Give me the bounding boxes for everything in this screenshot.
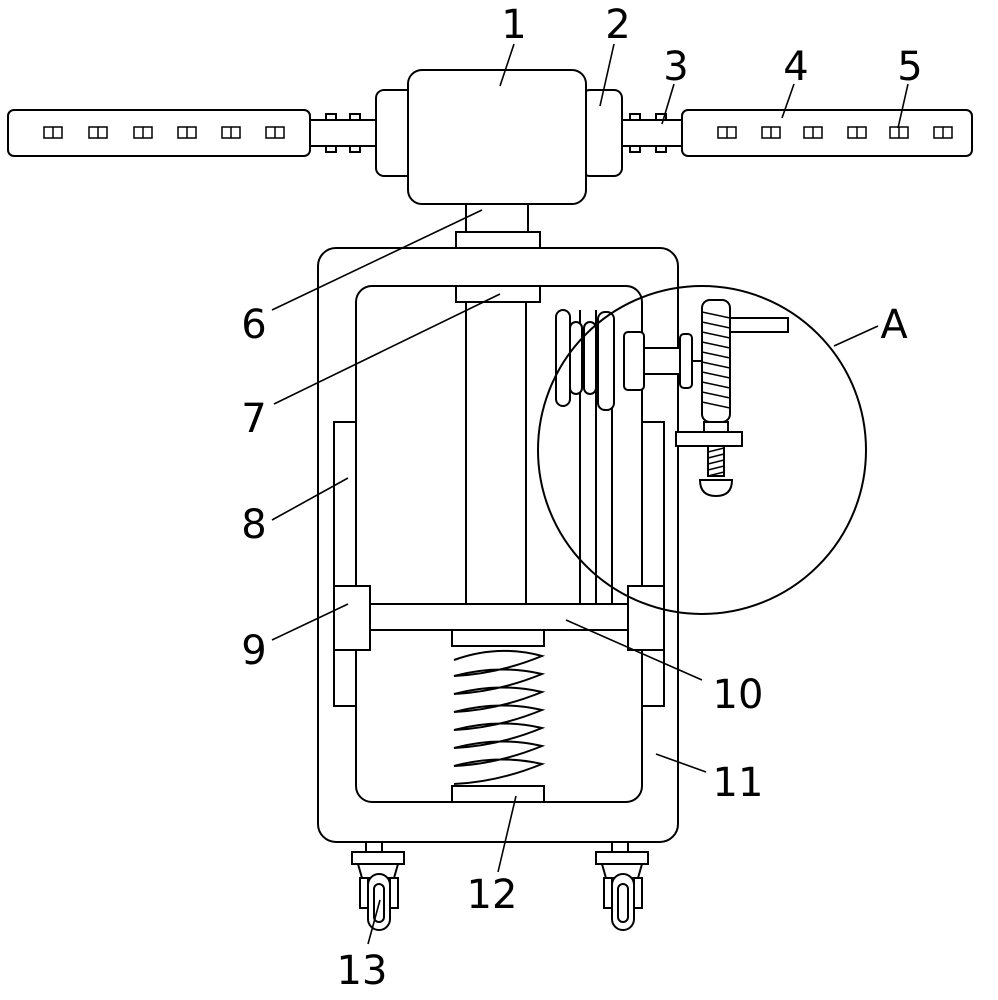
right-coupling <box>621 113 685 153</box>
side-rails <box>333 421 665 707</box>
label-8: 8 <box>241 502 266 548</box>
motor-body <box>407 69 587 205</box>
spring <box>451 629 546 803</box>
label-3: 3 <box>663 44 688 90</box>
left-coupling <box>309 113 377 153</box>
motor-shaft <box>465 203 529 233</box>
label-a: A <box>880 302 908 348</box>
right-slider <box>627 585 665 651</box>
left-slider <box>333 585 371 651</box>
crossbar <box>369 603 629 631</box>
left-arm-slots <box>43 126 285 139</box>
right-end-cap <box>581 89 623 177</box>
labels: 1 2 3 4 5 6 7 8 9 10 11 12 13 A <box>241 2 922 994</box>
right-caster <box>595 841 649 931</box>
label-7: 7 <box>241 396 266 442</box>
central-column <box>455 231 541 604</box>
label-1: 1 <box>501 2 526 48</box>
label-12: 12 <box>467 872 518 918</box>
label-10: 10 <box>713 672 764 718</box>
top-collar <box>455 231 541 249</box>
left-caster <box>351 841 405 931</box>
label-5: 5 <box>897 44 922 90</box>
left-rail <box>333 421 357 707</box>
label-4: 4 <box>783 44 808 90</box>
detail-circle-a <box>537 285 867 615</box>
right-rail <box>641 421 665 707</box>
leader-lines <box>271 43 909 945</box>
pulley-assembly <box>555 309 704 411</box>
label-11: 11 <box>713 760 764 806</box>
motor-assembly <box>7 69 973 233</box>
label-6: 6 <box>241 302 266 348</box>
threaded-handle <box>675 299 789 498</box>
bottom-collar <box>455 285 541 303</box>
label-2: 2 <box>605 2 630 48</box>
label-9: 9 <box>241 628 266 674</box>
right-arm <box>681 109 973 157</box>
label-13: 13 <box>337 948 388 994</box>
